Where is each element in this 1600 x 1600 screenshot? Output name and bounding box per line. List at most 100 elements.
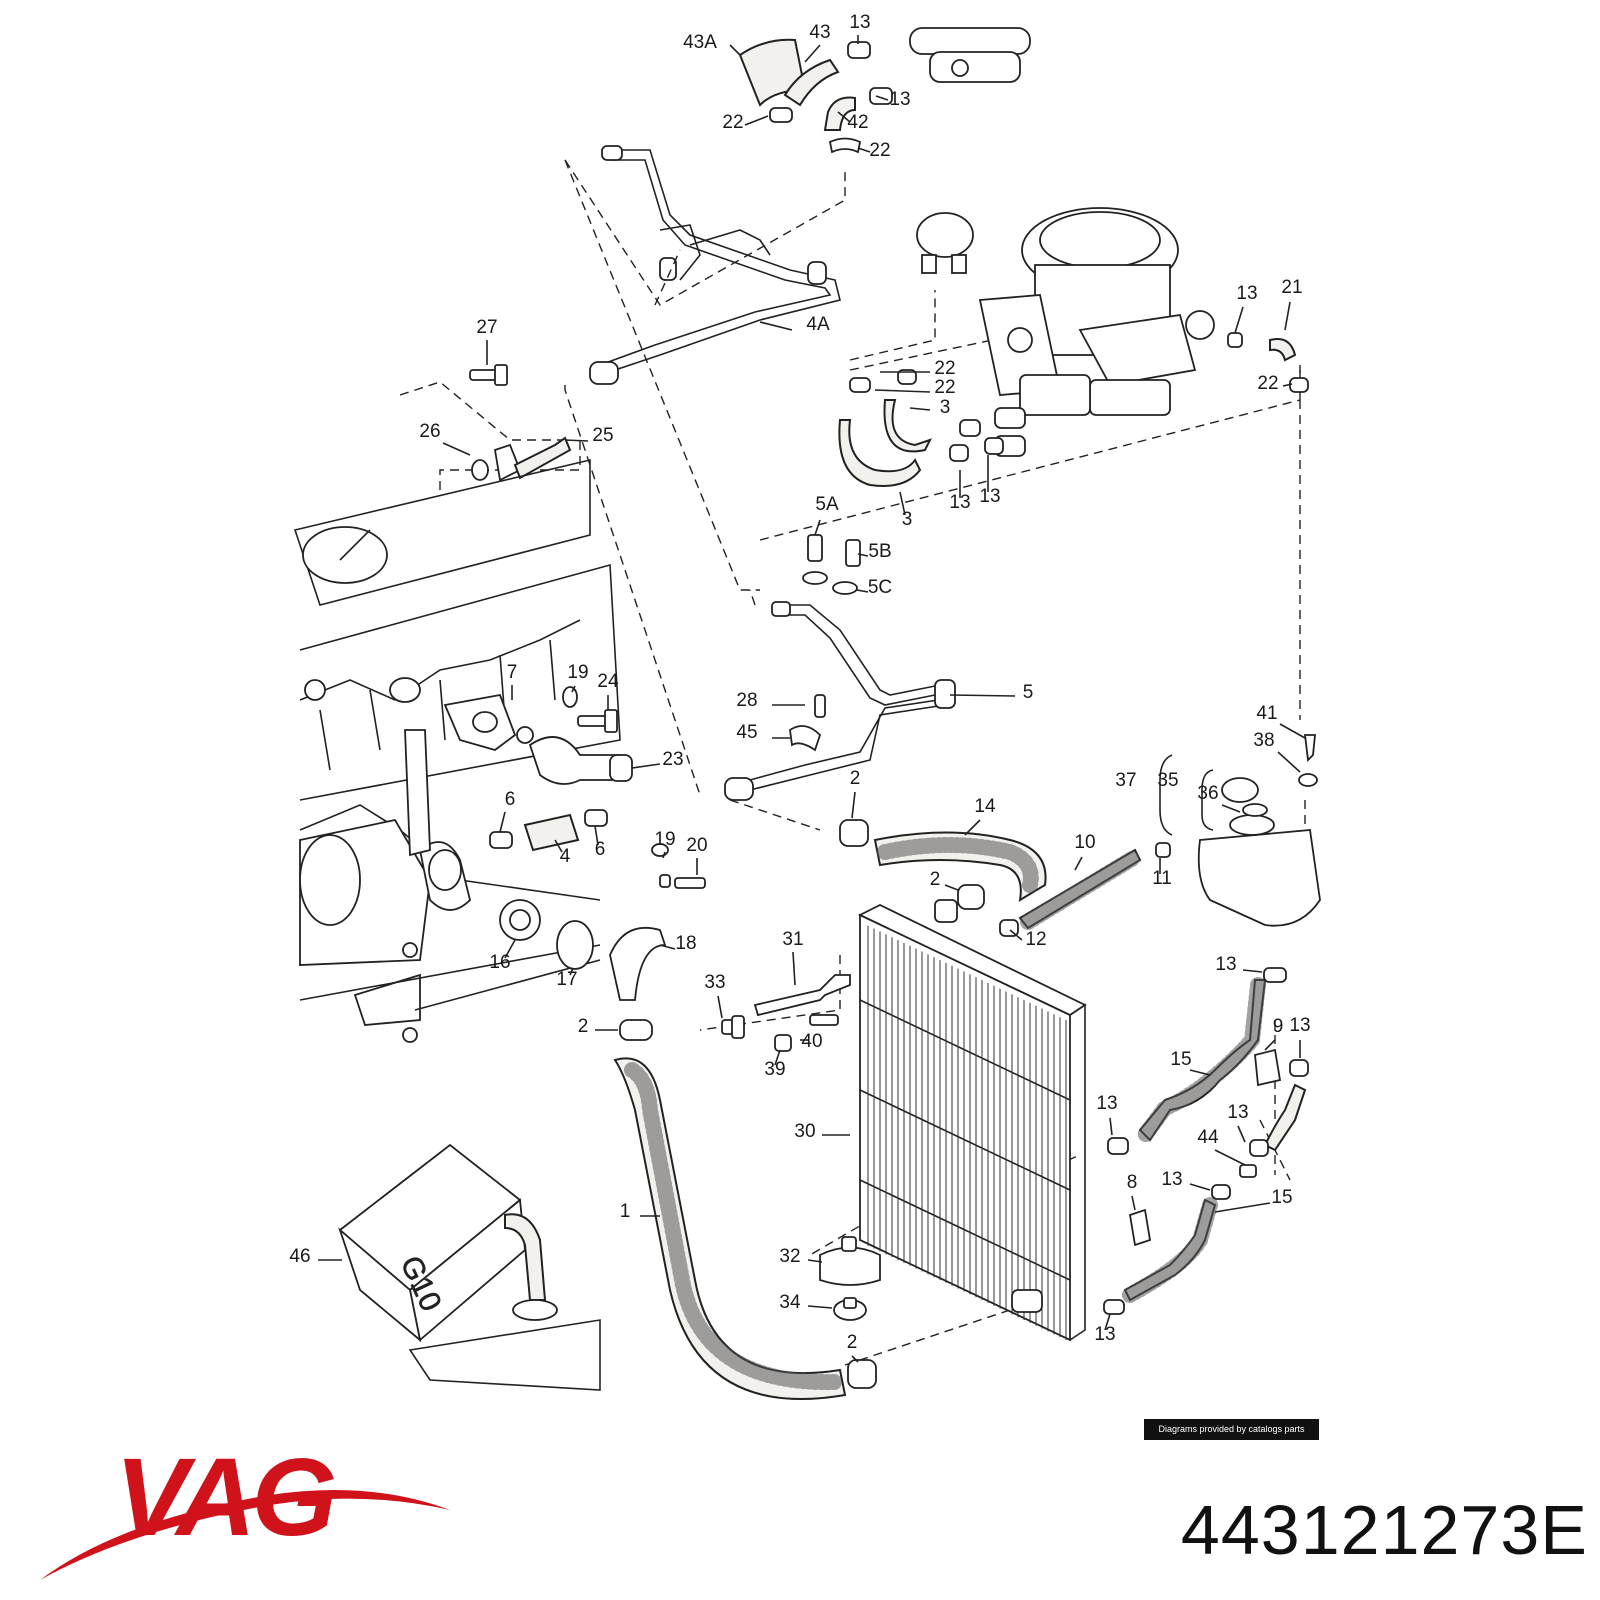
leader-line	[1284, 301, 1291, 331]
callout-6: 6	[505, 789, 516, 810]
callout-39: 39	[764, 1059, 785, 1080]
leader-line	[729, 44, 741, 56]
thermostat-16-17-18	[499, 843, 706, 1001]
callout-23: 23	[662, 749, 683, 770]
callout-2: 2	[847, 1332, 858, 1353]
leader-line	[659, 944, 676, 950]
leader-line	[1234, 306, 1244, 334]
callout-22: 22	[934, 377, 955, 398]
expansion-tank-37	[1159, 734, 1321, 983]
callout-13: 13	[1096, 1093, 1117, 1114]
leader-line	[792, 951, 796, 986]
leader-line	[1237, 1125, 1246, 1143]
leader-line	[857, 553, 869, 557]
callout-13: 13	[1094, 1324, 1115, 1345]
leader-line	[1131, 1195, 1136, 1211]
leader-line	[744, 115, 769, 126]
bracket-31	[619, 974, 851, 1052]
flange-25-bolt-27	[469, 364, 572, 482]
leader-line	[857, 147, 871, 153]
leader-line	[774, 1049, 781, 1066]
callout-19: 19	[654, 829, 675, 850]
leader-line	[804, 44, 821, 63]
leader-line	[504, 939, 516, 959]
leader-line	[1189, 1069, 1211, 1076]
leader-line	[856, 589, 869, 593]
callout-22: 22	[934, 358, 955, 379]
upper-hose-cluster	[738, 27, 1031, 154]
callout-22: 22	[1257, 373, 1278, 394]
leader-line	[814, 519, 821, 536]
leader-line	[1221, 804, 1241, 813]
leader-line	[807, 1305, 833, 1309]
callout-13: 13	[1289, 1015, 1310, 1036]
leader-line	[1104, 1313, 1111, 1331]
callout-30: 30	[794, 1121, 815, 1142]
leader-line	[944, 884, 959, 891]
leader-line	[569, 967, 574, 976]
callout-13: 13	[1161, 1169, 1182, 1190]
leader-line	[554, 839, 563, 853]
leader-line	[964, 819, 981, 836]
bypass-hose-4	[489, 809, 608, 852]
leader-line	[851, 1355, 859, 1363]
callout-41: 41	[1256, 703, 1277, 724]
callout-22: 22	[869, 140, 890, 161]
callout-5a: 5A	[815, 494, 839, 515]
leader-line	[564, 439, 589, 442]
callout-45: 45	[736, 722, 757, 743]
callout-9: 9	[1273, 1016, 1284, 1037]
drain-plug-32-34	[819, 1236, 881, 1321]
leader-lines	[318, 35, 1306, 1363]
callout-15: 15	[1271, 1187, 1292, 1208]
callout-37: 37	[1115, 770, 1136, 791]
callout-25: 25	[592, 425, 613, 446]
callout-44: 44	[1197, 1127, 1219, 1148]
callout-13: 13	[1215, 954, 1236, 975]
leader-line	[949, 694, 1016, 697]
callout-12: 12	[1025, 929, 1046, 950]
callout-5: 5	[1023, 682, 1034, 703]
heater-hoses-15	[1103, 977, 1309, 1315]
leader-line	[899, 491, 906, 516]
leader-line	[571, 685, 576, 693]
leader-line	[1242, 969, 1263, 973]
callout-43a: 43A	[683, 32, 717, 53]
callout-2: 2	[850, 768, 861, 789]
callout-13: 13	[889, 89, 910, 110]
leader-line	[759, 321, 793, 331]
leader-line	[1277, 751, 1301, 773]
upper-radiator-hose-14	[839, 819, 1171, 937]
leader-line	[717, 995, 723, 1019]
callout-4a: 4A	[806, 314, 830, 335]
callout-17: 17	[556, 969, 577, 990]
callout-5b: 5B	[868, 541, 891, 562]
leader-line	[631, 763, 661, 769]
callout-13: 13	[949, 492, 970, 513]
engine-block	[293, 458, 621, 1043]
callout-43: 43	[809, 22, 830, 43]
callout-46: 46	[289, 1246, 310, 1267]
callout-21: 21	[1281, 277, 1302, 298]
leader-line	[1282, 383, 1293, 387]
callout-2: 2	[930, 869, 941, 890]
carburetor-assembly	[916, 207, 1309, 416]
leader-line	[1009, 929, 1023, 941]
callout-13: 13	[1227, 1102, 1248, 1123]
callout-2: 2	[578, 1016, 589, 1037]
leader-line	[851, 791, 856, 819]
callout-3: 3	[902, 509, 913, 530]
logo-swoosh	[40, 1490, 450, 1580]
leader-line	[1109, 1117, 1113, 1136]
callout-40: 40	[801, 1031, 822, 1052]
callout-26: 26	[419, 421, 440, 442]
vag-logo: VAG	[40, 1440, 450, 1580]
lower-radiator-hose-1	[613, 1057, 877, 1400]
callout-10: 10	[1074, 832, 1095, 853]
callout-22: 22	[722, 112, 743, 133]
leader-line	[1214, 1149, 1246, 1166]
leader-line	[442, 442, 471, 456]
radiator-30	[857, 899, 1087, 1342]
